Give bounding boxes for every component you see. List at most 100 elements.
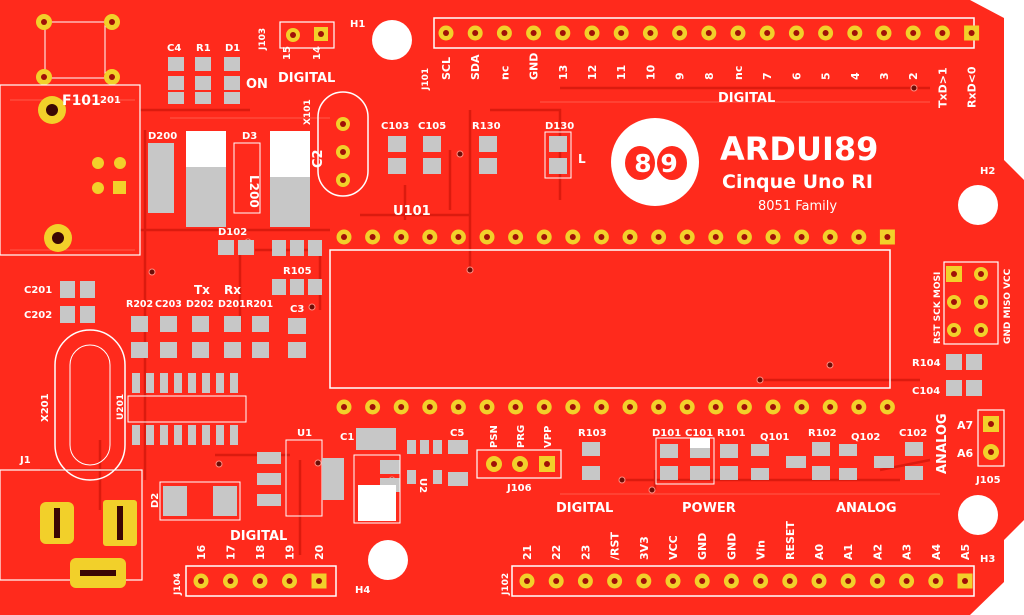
regulator-area: D2 U1 C1 U2 C5 (150, 428, 468, 524)
j104-group-label: DIGITAL (230, 529, 287, 544)
u101-pin (479, 399, 495, 415)
j102-pin-pad (928, 573, 944, 589)
j102-power-label: POWER (682, 501, 736, 516)
logo-subtitle: Cinque Uno RI (722, 171, 873, 193)
j101-pin-label: 13 (557, 65, 570, 80)
j101-pin-label: GND (528, 53, 541, 80)
u101-pin (622, 229, 638, 245)
j102-pin-pad (694, 573, 710, 589)
ref-j1: J1 (19, 455, 31, 466)
u101-pin (879, 399, 895, 415)
ref-r130: R130 (472, 121, 501, 132)
j102-pin-label: RESET (784, 521, 797, 560)
j101-pin-label: 7 (761, 72, 774, 80)
u101-pin (879, 229, 895, 245)
label-h1: H1 (350, 19, 365, 30)
j101-pin-label: 10 (644, 64, 657, 80)
u101-pin (679, 399, 695, 415)
j102-pin-label: A3 (901, 544, 914, 560)
j101-pin-label: 6 (790, 72, 803, 80)
u101-pin (651, 399, 667, 415)
j102-pin-pad (723, 573, 739, 589)
ref-q101: Q101 (760, 432, 789, 443)
ref-f101: F101 (62, 93, 101, 109)
j105-a7: A7 (957, 419, 973, 432)
u101-pin (765, 399, 781, 415)
ref-r201: R201 (246, 299, 273, 310)
u101-pin (708, 399, 724, 415)
usb-serial-parts: Tx Rx R202 C203 D202 D201 R201 (126, 283, 273, 358)
j101-pin-label: nc (498, 66, 511, 80)
ref-c1: C1 (340, 432, 354, 443)
ref-j106: J106 (506, 483, 532, 494)
j101-pin-pad (847, 25, 863, 41)
u201-pin (230, 425, 238, 445)
ref-c203: C203 (155, 299, 182, 310)
power-jack-j1: J1 (0, 455, 143, 588)
ref-j102: J102 (501, 573, 511, 596)
u101-pin (536, 229, 552, 245)
logo-name: ARDUI89 (720, 130, 878, 168)
u101-pin (536, 399, 552, 415)
u101-pin (794, 229, 810, 245)
u201-pin (174, 373, 182, 393)
u201-pin (160, 373, 168, 393)
u201-pin (160, 425, 168, 445)
ref-u101: U101 (393, 204, 431, 219)
j101-pin-pad (905, 25, 921, 41)
icsp-right-labels: GND MISO VCC (1003, 268, 1013, 344)
ref-d2: D2 (150, 493, 161, 508)
j102-pin-label: VCC (667, 535, 680, 560)
j102-pin-pad (753, 573, 769, 589)
u201-pin (188, 425, 196, 445)
j101-pin-pad (584, 25, 600, 41)
ref-q102: Q102 (851, 432, 880, 443)
j102-digital-label: DIGITAL (556, 501, 613, 516)
j104-pin-pad (311, 573, 327, 589)
ref-201: 201 (100, 95, 121, 106)
ref-c104: C104 (912, 386, 940, 397)
j104-pin-label: 16 (195, 544, 208, 560)
j101-pin-pad (613, 25, 629, 41)
j101-pin-label: SCL (440, 57, 453, 80)
logo-badge-circle (611, 118, 699, 206)
u101-pin (565, 399, 581, 415)
ref-r1: R1 (196, 43, 211, 54)
j106-psn: PSN (489, 425, 500, 448)
j102-pin-label: /RST (609, 532, 622, 560)
ref-l200: L200 (247, 175, 261, 208)
j106-vpp: VPP (543, 426, 554, 448)
ref-c101: C101 (685, 428, 713, 439)
j102-pin-label: 3V3 (638, 536, 651, 560)
u201-pin (188, 373, 196, 393)
j102-pin-pad (840, 573, 856, 589)
j101-pin-pad (642, 25, 658, 41)
header-j103: 15 14 J103 DIGITAL (258, 21, 335, 86)
header-j105: A7 A6 J105 ANALOG (935, 409, 1005, 486)
top-group-label: DIGITAL (718, 91, 775, 106)
j102-pin-pad (899, 573, 915, 589)
j101-pin-label: 2 (907, 72, 920, 80)
logo-family: 8051 Family (758, 199, 837, 214)
ref-c5: C5 (450, 428, 464, 439)
u201-pin (230, 373, 238, 393)
trace-rails (10, 99, 940, 495)
mounting-hole-h4 (368, 540, 408, 580)
c201-c202: C201 C202 (24, 281, 95, 323)
u201-pin (146, 425, 154, 445)
u101-pin (593, 399, 609, 415)
j101-pin-label: nc (732, 66, 745, 80)
j101-pin-label: 9 (674, 72, 687, 80)
crystal-x101: X101 C2 (303, 91, 369, 197)
j101-pin-pad (730, 25, 746, 41)
ref-d3: D3 (242, 131, 257, 142)
ref-d200: D200 (148, 131, 177, 142)
u101-pin (565, 229, 581, 245)
ref-d1: D1 (225, 43, 240, 54)
ref-c202: C202 (24, 310, 52, 321)
logo: 8 9 ARDUI89 Cinque Uno RI 8051 Family (611, 118, 878, 214)
